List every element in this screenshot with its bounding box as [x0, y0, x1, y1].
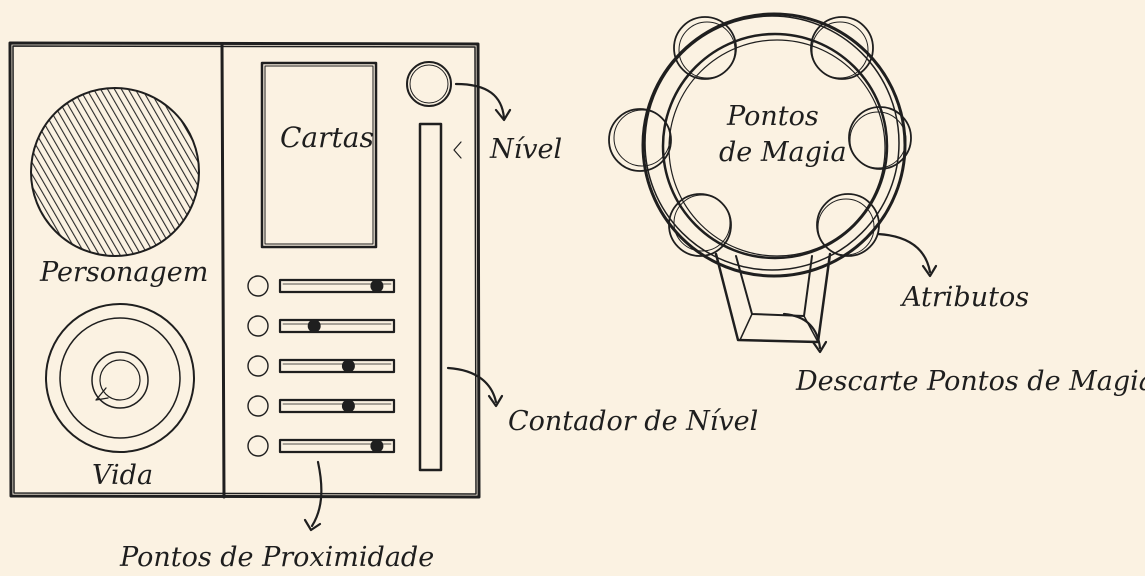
contador-de-nivel-track — [418, 122, 462, 472]
arrow-pontos-de-proximidade — [303, 460, 323, 532]
proximidade-token-slot — [247, 275, 269, 297]
vida-dial — [45, 303, 195, 453]
personagem-sphere — [30, 87, 200, 257]
proximidade-token-slot — [247, 355, 269, 377]
proximidade-marker — [370, 279, 384, 293]
cartas-label: Cartas — [280, 121, 374, 154]
pontos-de-magia-ring — [641, 12, 907, 278]
pontos-de-magia-label-line2: de Magia — [719, 137, 847, 168]
pontos-de-proximidade-tracks — [247, 275, 396, 457]
proximidade-row — [247, 435, 396, 457]
personagem-label: Personagem — [40, 257, 209, 288]
atributo-slot — [668, 193, 732, 257]
arrow-nivel — [454, 82, 512, 122]
board-divider — [220, 42, 226, 499]
proximidade-marker — [341, 359, 355, 373]
proximidade-row — [247, 355, 396, 377]
vida-label: Vida — [92, 460, 154, 491]
proximidade-track — [278, 358, 396, 374]
proximidade-row — [247, 315, 396, 337]
atributo-slot — [816, 193, 880, 257]
proximidade-track — [278, 318, 396, 334]
descarte-pontos-de-magia-label: Descarte Pontos de Magia — [796, 366, 1145, 397]
proximidade-track — [278, 438, 396, 454]
proximidade-marker — [370, 439, 384, 453]
proximidade-token-slot — [247, 315, 269, 337]
pontos-de-proximidade-label: Pontos de Proximidade — [120, 542, 435, 573]
cartas-slot — [260, 61, 378, 249]
player-board — [8, 41, 481, 499]
proximidade-track — [278, 278, 396, 294]
atributo-slot — [848, 106, 912, 170]
atributo-slot — [673, 16, 737, 80]
arrow-atributos — [876, 232, 938, 278]
nivel-label: Nível — [490, 134, 563, 165]
nivel-token — [406, 61, 452, 107]
contador-de-nivel-label: Contador de Nível — [508, 406, 759, 437]
arrow-descarte-pontos-de-magia — [782, 312, 828, 354]
atributo-slot — [810, 16, 874, 80]
atributos-slots — [608, 16, 912, 257]
arrow-contador-de-nivel — [446, 366, 504, 408]
proximidade-row — [247, 395, 396, 417]
proximidade-token-slot — [247, 395, 269, 417]
proximidade-row — [247, 275, 396, 297]
atributo-slot — [608, 108, 672, 172]
pontos-de-magia-stand — [714, 252, 832, 344]
proximidade-track — [278, 398, 396, 414]
atributos-label: Atributos — [902, 282, 1030, 313]
proximidade-marker — [341, 399, 355, 413]
pontos-de-magia-label-line1: Pontos — [727, 101, 819, 132]
proximidade-token-slot — [247, 435, 269, 457]
proximidade-marker — [307, 319, 321, 333]
